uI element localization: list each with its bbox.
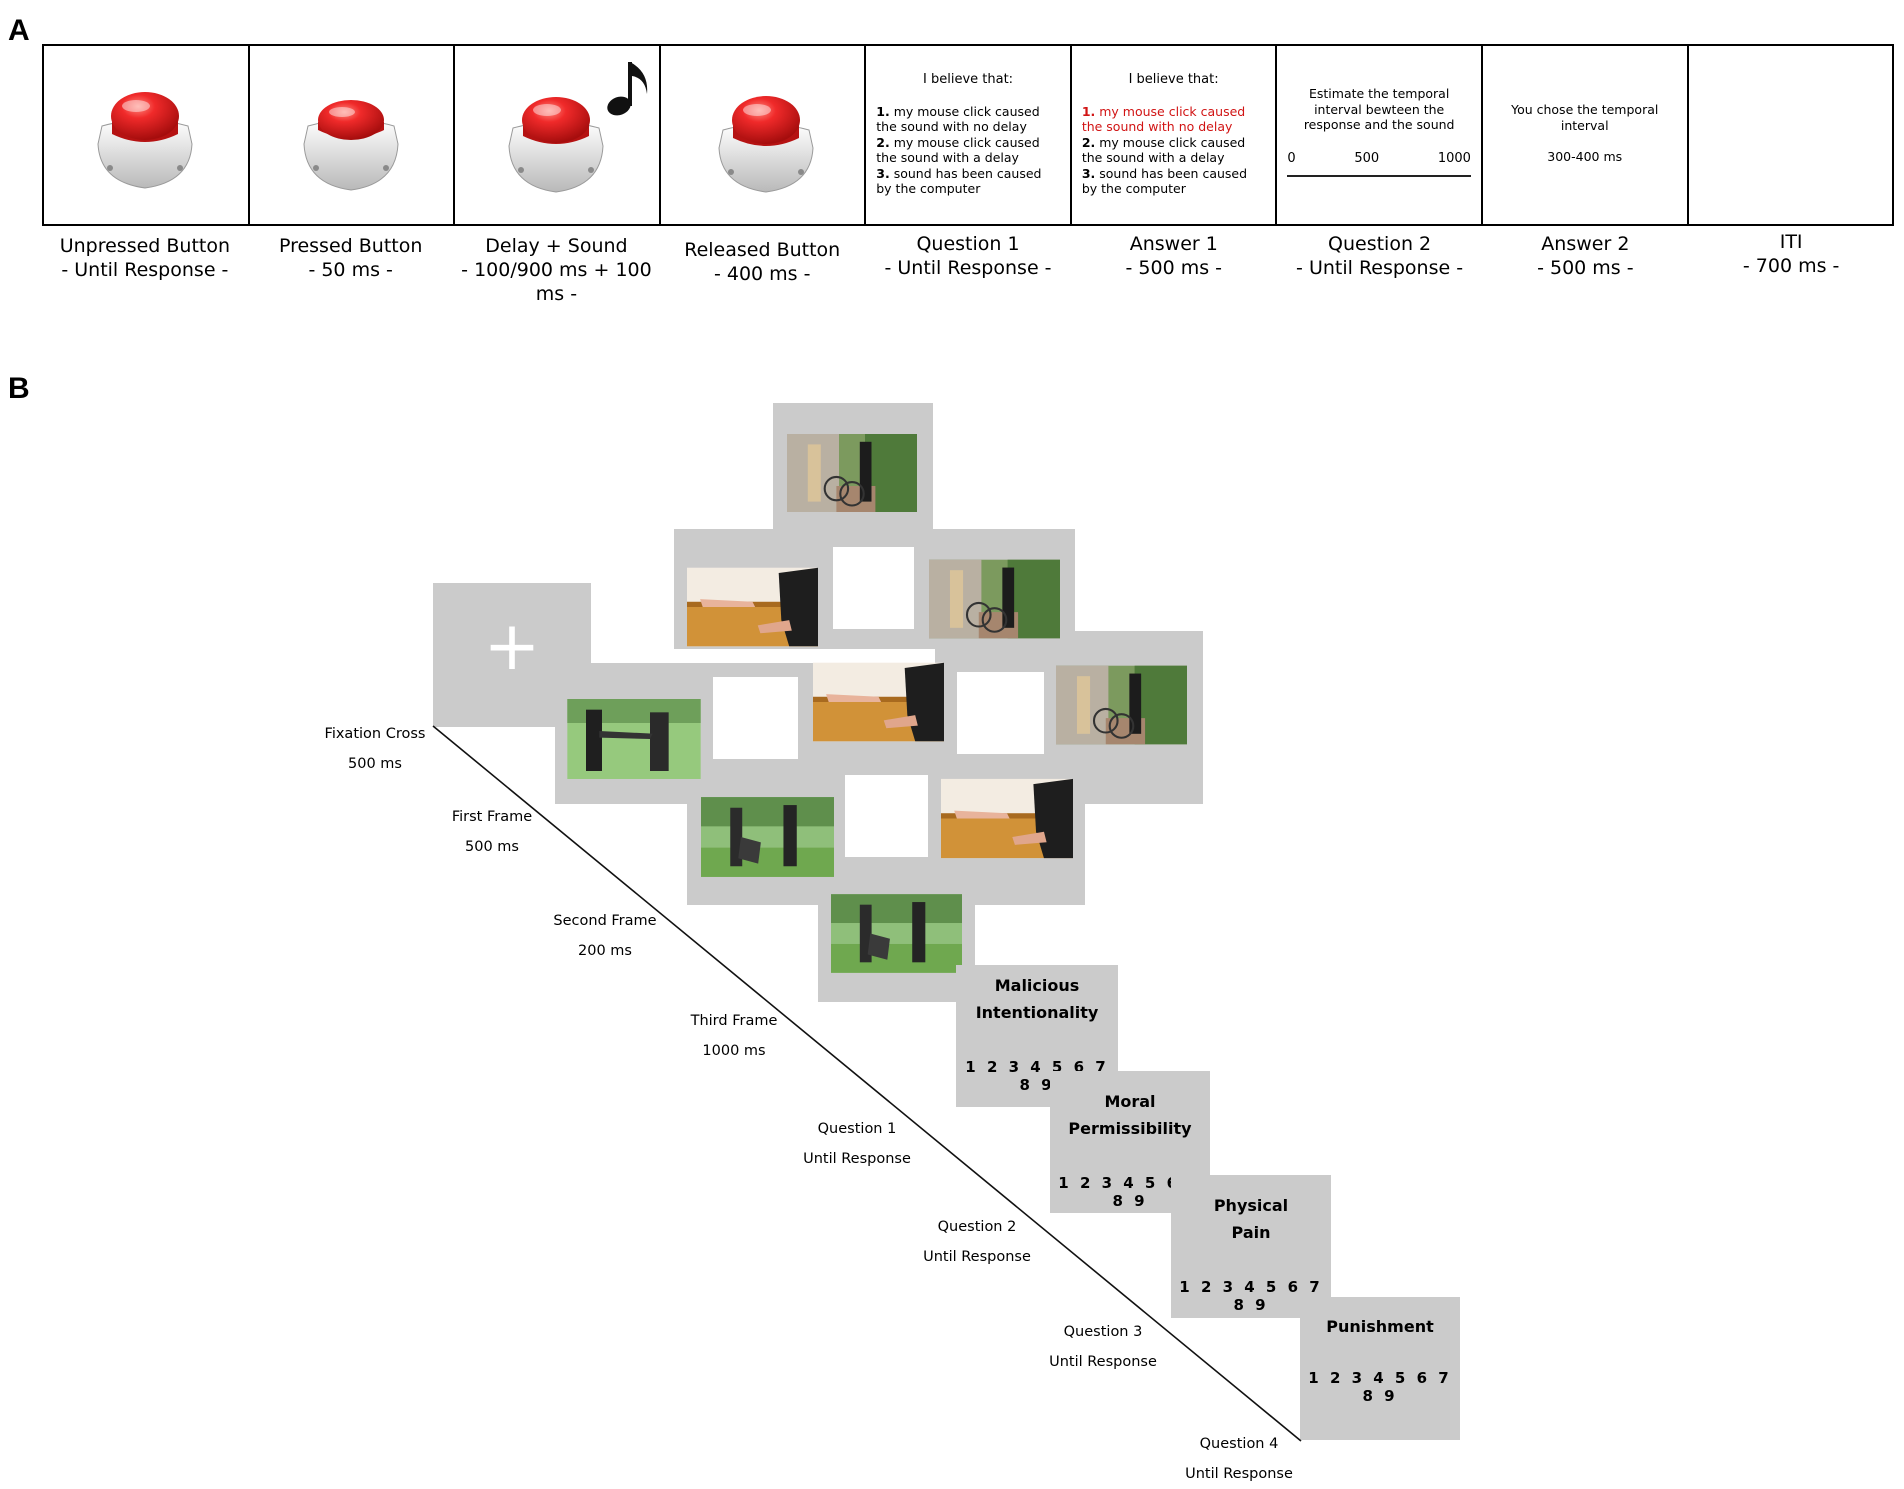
rating-scale: 1 2 3 4 5 6 7 8 9 [1308,1369,1452,1405]
pressed-button-icon [303,100,399,191]
interval-scale-ticks: 0 500 1000 [1287,151,1471,167]
option-1: 1. my mouse click caused the sound with … [876,103,1040,135]
option-2: 2. my mouse click caused the sound with … [1081,134,1246,166]
answer-2-screen: You chose the temporal interval 300-400 … [1483,102,1687,165]
answer-2-value: 300-400 ms [1547,149,1623,164]
question-frame-4: Punishment 1 2 3 4 5 6 7 8 9 [1300,1297,1460,1440]
question-4-title: Punishment [1326,1317,1434,1336]
released-button-icon [718,96,814,193]
cell-question-2: Estimate the temporal interval bewteen t… [1277,46,1483,224]
blank-square [845,775,928,857]
sequence-labels: Unpressed Button- Until Response - Press… [42,230,1894,306]
label-answer-1: Answer 1- 500 ms - [1125,233,1223,279]
fixation-cross-icon: + [483,607,541,686]
selected-option-1: 1. my mouse click caused the sound with … [1081,103,1246,135]
label-question-1: Question 1- Until Response - [884,233,1052,279]
label-unpressed-button: Unpressed Button- Until Response - [59,235,231,281]
rating-scale: 1 2 3 4 5 6 7 8 9 [1058,1174,1202,1210]
blank-square [833,547,914,629]
cell-answer-2: You chose the temporal interval 300-400 … [1483,46,1689,224]
blank-square [957,672,1044,754]
label-released-button: Released Button- 400 ms - [684,239,841,285]
label-delay-sound: Delay + Sound- 100/900 ms + 100 ms - [461,235,652,305]
question-1-header: I believe that: [923,72,1014,87]
option-3: 3. sound has been caused by the computer [1081,165,1248,197]
label-iti: ITI- 700 ms - [1742,231,1840,277]
question-2-screen: Estimate the temporal interval bewteen t… [1277,86,1481,177]
option-3: 3. sound has been caused by the computer [876,165,1042,197]
cell-pressed-button [250,46,456,224]
tick-0: 0 [1287,150,1296,166]
tick-500: 500 [1354,150,1380,166]
interval-scale-line [1287,175,1471,177]
answer-1-screen: I believe that: 1. my mouse click caused… [1072,72,1276,197]
cell-delay-sound [455,46,661,224]
answer-1-header: I believe that: [1128,72,1219,87]
label-answer-2: Answer 2- 500 ms - [1537,233,1634,279]
cell-answer-1: I believe that: 1. my mouse click caused… [1072,46,1278,224]
button-icon [508,97,604,193]
music-note-icon [607,62,648,116]
label-question-2: Question 2- Until Response - [1296,233,1464,279]
tick-1000: 1000 [1437,150,1471,166]
question-1-screen: I believe that: 1. my mouse click caused… [866,72,1070,197]
answer-2-prompt: You chose the temporal interval [1511,102,1659,133]
cell-released-button [661,46,867,224]
cell-unpressed-button [44,46,250,224]
cell-question-1: I believe that: 1. my mouse click caused… [866,46,1072,224]
question-2-prompt: Estimate the temporal interval bewteen t… [1303,86,1455,132]
rating-scale: 1 2 3 4 5 6 7 8 9 [1179,1278,1323,1314]
blank-square [713,677,798,759]
panel-a-letter: A [8,14,30,47]
trial-sequence-strip: I believe that: 1. my mouse click caused… [42,44,1894,226]
unpressed-button-icon [97,92,193,189]
option-2: 2. my mouse click caused the sound with … [876,134,1040,166]
label-pressed-button: Pressed Button- 50 ms - [278,235,423,281]
panel-b-letter: B [8,372,30,405]
